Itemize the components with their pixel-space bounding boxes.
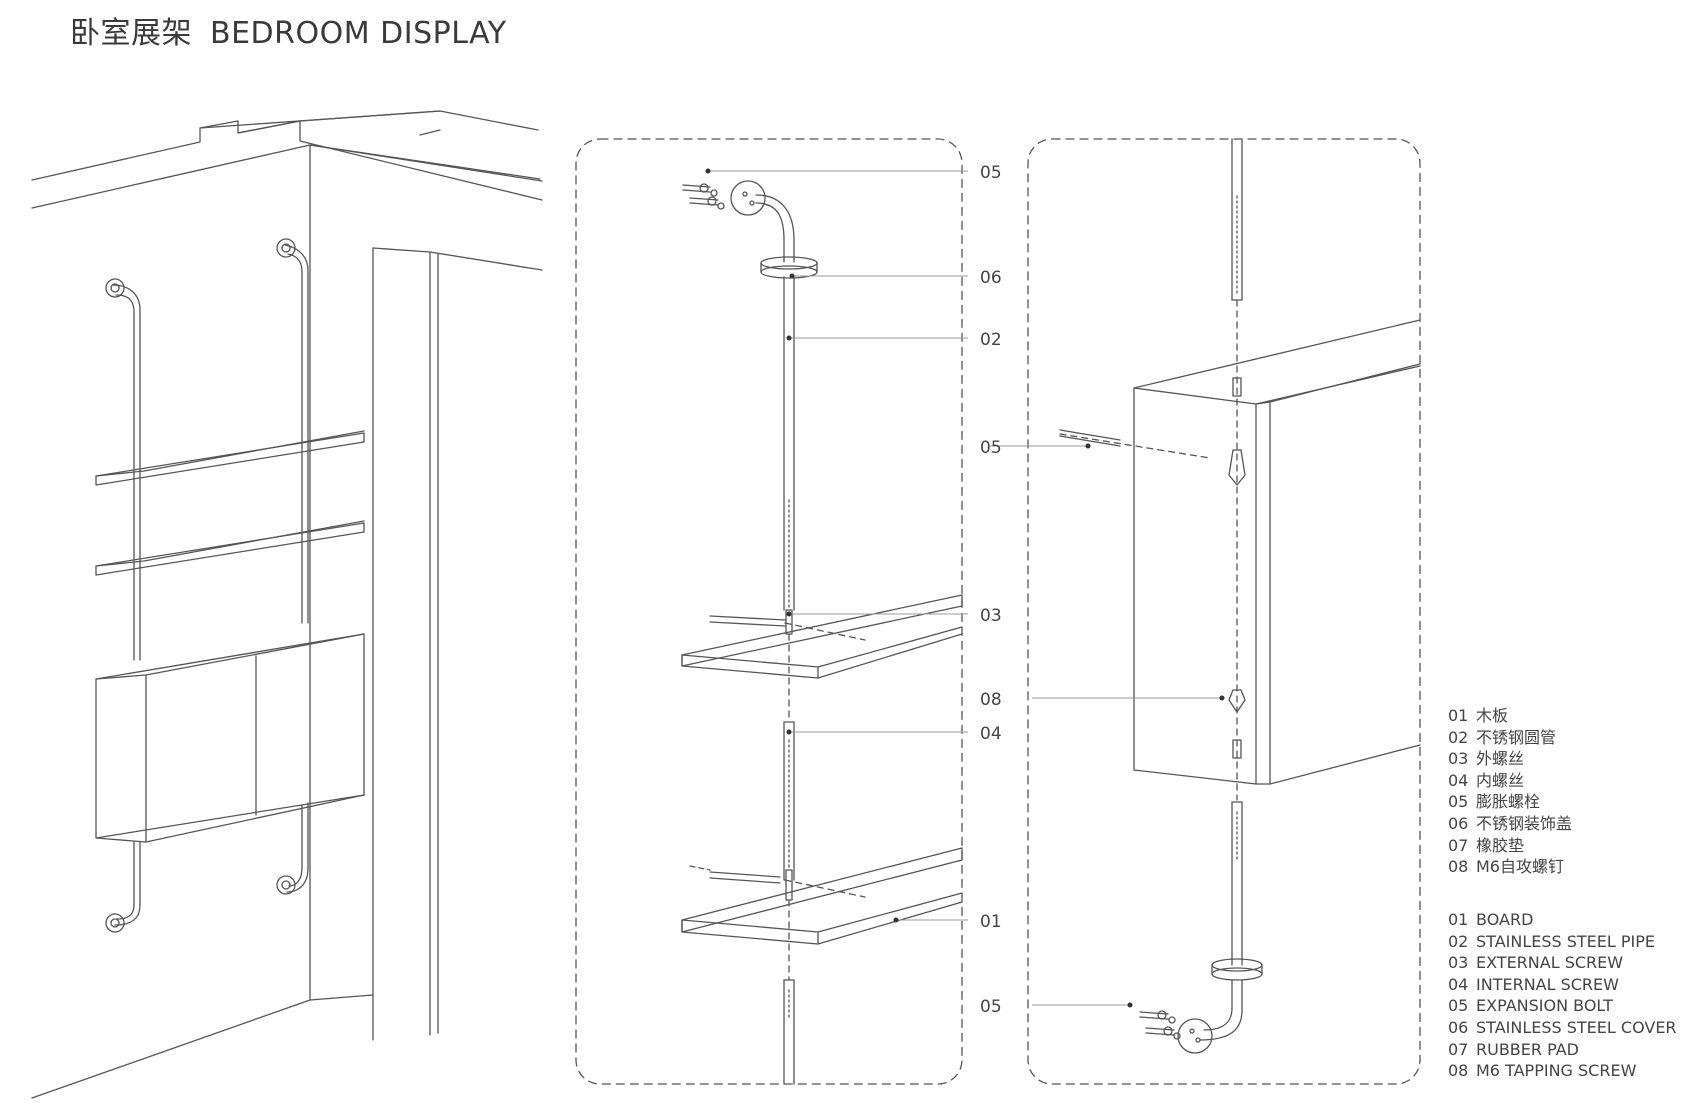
legend-item: 04 INTERNAL SCREW bbox=[1448, 974, 1677, 996]
callout-05-top: 05 bbox=[980, 163, 1002, 183]
legend-item-number: 04 bbox=[1448, 770, 1469, 790]
middle-shelf-lower bbox=[681, 847, 963, 945]
legend-item: 01 木板 bbox=[1448, 705, 1572, 727]
legend-item: 03 外螺丝 bbox=[1448, 748, 1572, 770]
page-title: 卧室展架 BEDROOM DISPLAY bbox=[70, 8, 507, 52]
legend-item: 08 M6 TAPPING SCREW bbox=[1448, 1060, 1677, 1082]
callout-01: 01 bbox=[980, 912, 1002, 932]
legend-item-label: M6自攻螺钉 bbox=[1476, 857, 1564, 877]
left-shelf-middle bbox=[95, 520, 365, 576]
legend-chinese: 01 木板 02 不锈钢圆管 03 外螺丝 04 内螺丝 05 膨胀螺栓 06 不锈钢装饰盖 07 橡胶垫… bbox=[1448, 705, 1572, 878]
callout-05-middle: 05 bbox=[980, 438, 1002, 458]
right-wall-bolts-bottom bbox=[1139, 1010, 1181, 1040]
legend-item-number: 01 bbox=[1448, 706, 1469, 725]
right-detail-panel bbox=[1027, 138, 1421, 1085]
callout-05-bottom: 05 bbox=[980, 997, 1002, 1017]
legend-item-number: 03 bbox=[1448, 749, 1469, 769]
legend-item: 05 EXPANSION BOLT bbox=[1448, 995, 1677, 1017]
legend-item-label: M6 TAPPING SCREW bbox=[1476, 1061, 1637, 1081]
legend-item-label: 不锈钢装饰盖 bbox=[1476, 813, 1573, 833]
legend-item-label: STAINLESS STEEL PIPE bbox=[1476, 931, 1656, 951]
legend-item-label: INTERNAL SCREW bbox=[1476, 974, 1619, 994]
legend-item-label: RUBBER PAD bbox=[1476, 1039, 1579, 1059]
legend-item-number: 08 bbox=[1448, 1061, 1469, 1081]
legend-item: 07 RUBBER PAD bbox=[1448, 1039, 1677, 1061]
callout-04: 04 bbox=[980, 724, 1002, 744]
legend-item-number: 04 bbox=[1448, 974, 1469, 994]
legend-item-label: 不锈钢圆管 bbox=[1476, 727, 1557, 747]
room-wall bbox=[31, 110, 543, 1099]
callout-03: 03 bbox=[980, 606, 1002, 626]
legend-item-label: BOARD bbox=[1476, 910, 1534, 929]
title-cn: 卧室展架 bbox=[70, 16, 192, 51]
legend-item-number: 05 bbox=[1448, 792, 1469, 812]
left-cabinet bbox=[95, 633, 365, 843]
legend-item-label: 膨胀螺栓 bbox=[1476, 792, 1541, 812]
legend-item-number: 02 bbox=[1448, 931, 1469, 951]
legend-item-number: 03 bbox=[1448, 953, 1469, 973]
legend-item-label: 内螺丝 bbox=[1476, 770, 1525, 790]
legend-item: 02 不锈钢圆管 bbox=[1448, 727, 1572, 749]
legend-item-number: 02 bbox=[1448, 727, 1469, 747]
middle-wall-bolts-top bbox=[682, 183, 725, 210]
leader-lines bbox=[705, 168, 1225, 1008]
legend-item: 01 BOARD bbox=[1448, 909, 1677, 931]
legend-item: 06 不锈钢装饰盖 bbox=[1448, 813, 1572, 835]
legend-item: 06 STAINLESS STEEL COVER bbox=[1448, 1017, 1677, 1039]
legend-english: 01 BOARD 02 STAINLESS STEEL PIPE 03 EXTERNAL … bbox=[1448, 909, 1677, 1082]
right-cabinet bbox=[1059, 319, 1421, 785]
legend-item-label: STAINLESS STEEL COVER bbox=[1476, 1017, 1677, 1037]
legend-item-number: 07 bbox=[1448, 835, 1469, 855]
legend-item-number: 06 bbox=[1448, 813, 1469, 833]
left-shelf-top bbox=[95, 430, 365, 486]
title-en: BEDROOM DISPLAY bbox=[210, 16, 507, 51]
legend-item: 04 内螺丝 bbox=[1448, 770, 1572, 792]
callout-02: 02 bbox=[980, 330, 1002, 350]
legend-item-label: 外螺丝 bbox=[1476, 749, 1525, 769]
legend-item-label: EXPANSION BOLT bbox=[1476, 996, 1613, 1016]
legend-item-number: 01 bbox=[1448, 910, 1469, 929]
left-pipes bbox=[105, 238, 309, 933]
middle-shelf-upper bbox=[681, 594, 963, 679]
legend-item-number: 07 bbox=[1448, 1039, 1469, 1059]
legend-item-number: 08 bbox=[1448, 857, 1469, 877]
right-pipe-assembly bbox=[1177, 138, 1263, 1054]
middle-pipe-assembly bbox=[730, 180, 818, 1085]
legend-item-label: 木板 bbox=[1476, 706, 1509, 725]
legend-item: 03 EXTERNAL SCREW bbox=[1448, 952, 1677, 974]
legend-item: 05 膨胀螺栓 bbox=[1448, 791, 1572, 813]
callout-08: 08 bbox=[980, 690, 1002, 710]
legend-item-number: 05 bbox=[1448, 996, 1469, 1016]
legend-item: 08 M6自攻螺钉 bbox=[1448, 856, 1572, 878]
legend-item: 02 STAINLESS STEEL PIPE bbox=[1448, 931, 1677, 953]
middle-detail-panel bbox=[575, 138, 963, 1085]
legend-item-number: 06 bbox=[1448, 1017, 1469, 1037]
callout-labels: 05 06 02 05 03 08 04 01 05 bbox=[980, 163, 1002, 1017]
legend-item-label: 橡胶垫 bbox=[1476, 835, 1525, 855]
legend-item-label: EXTERNAL SCREW bbox=[1476, 953, 1624, 973]
legend-item: 07 橡胶垫 bbox=[1448, 835, 1572, 857]
callout-06: 06 bbox=[980, 268, 1002, 288]
